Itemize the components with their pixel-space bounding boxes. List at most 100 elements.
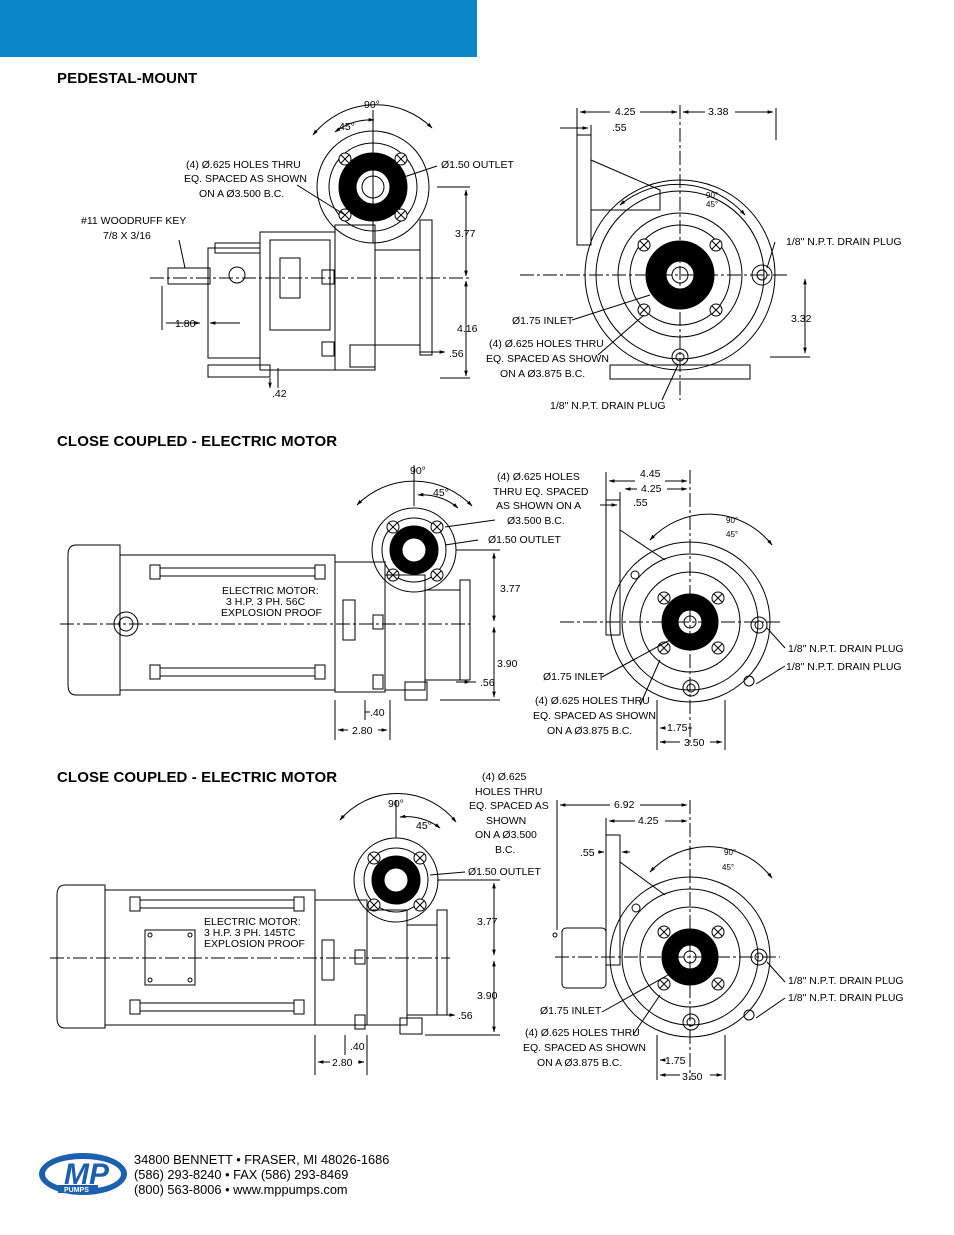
dim-6-92: 6.92 <box>614 799 635 811</box>
holes-note-line3: ON A Ø3.500 B.C. <box>199 188 284 200</box>
pedestal-end-view <box>520 105 810 401</box>
dim-0-40: .40 <box>370 707 385 719</box>
angle-45-label: 45° <box>416 820 432 832</box>
holes-note-line2: EQ. SPACED AS SHOWN <box>184 173 307 185</box>
mp-pumps-logo: MP PUMPS <box>39 1153 127 1195</box>
dim-4-25: 4.25 <box>615 106 636 118</box>
inlet-label: Ø1.75 INLET <box>543 671 605 683</box>
dim-0-55: .55 <box>633 497 648 509</box>
dim-0-40: .40 <box>350 1041 365 1053</box>
phone-fax-line: (586) 293-8240 • FAX (586) 293-8469 <box>134 1167 349 1182</box>
dim-1-75: 1.75 <box>667 722 688 734</box>
holes-note-line2: HOLES THRU <box>475 786 543 798</box>
drain-plug-1: 1/8" N.P.T. DRAIN PLUG <box>788 643 904 655</box>
holes-note-line1: (4) Ø.625 <box>482 771 527 783</box>
dim-4-45: 4.45 <box>640 468 661 480</box>
motor-label-line3: EXPLOSION PROOF <box>204 938 305 950</box>
angle-90-label: 90° <box>364 99 380 111</box>
logo-sub: PUMPS <box>64 1187 89 1194</box>
motor56c-end-view <box>560 470 786 750</box>
dim-3-77: 3.77 <box>455 228 476 240</box>
motor145tc-side-view <box>50 793 500 1075</box>
motor-label-line2: 3 H.P. 3 PH. 56C <box>226 596 306 608</box>
holes-note-line4: Ø3.500 B.C. <box>507 515 565 527</box>
angle-45-label: 45° <box>433 487 449 499</box>
outlet-label: Ø1.50 OUTLET <box>488 534 562 546</box>
drain-plug-bottom: 1/8" N.P.T. DRAIN PLUG <box>550 400 666 412</box>
section-title-close-coupled-56c: CLOSE COUPLED - ELECTRIC MOTOR <box>57 433 338 450</box>
drain-plug-1: 1/8" N.P.T. DRAIN PLUG <box>788 975 904 987</box>
dim-0-56: .56 <box>458 1010 473 1022</box>
end-angle-90: 90° <box>726 516 738 525</box>
motor-label-line2: 3 H.P. 3 PH. 145TC <box>204 927 296 939</box>
outlet-label: Ø1.50 OUTLET <box>441 159 515 171</box>
holes-note-line6: B.C. <box>495 844 515 856</box>
end-angle-90: 90° <box>724 848 736 857</box>
dim-4-25: 4.25 <box>638 815 659 827</box>
motor-label-line1: ELECTRIC MOTOR: <box>204 916 301 928</box>
key-label-line2: 7/8 X 3/16 <box>103 230 151 242</box>
address-line: 34800 BENNETT • FRASER, MI 48026-1686 <box>134 1152 390 1167</box>
dim-2-80: 2.80 <box>332 1057 353 1069</box>
holes-note-line1: (4) Ø.625 HOLES <box>497 471 580 483</box>
end-angle-90: 90° <box>706 191 718 200</box>
dim-0-56: .56 <box>480 677 495 689</box>
holes-note-line1: (4) Ø.625 HOLES THRU <box>186 159 301 171</box>
drain-plug-right: 1/8" N.P.T. DRAIN PLUG <box>786 236 902 248</box>
key-label-line1: #11 WOODRUFF KEY <box>81 215 186 227</box>
holes-note-line5: ON A Ø3.500 <box>475 829 537 841</box>
header-color-bar <box>0 0 477 57</box>
end-angle-45: 45° <box>726 530 738 539</box>
tollfree-web-line[interactable]: (800) 563-8006 • www.mppumps.com <box>134 1182 348 1197</box>
end-holes-line2: EQ. SPACED AS SHOWN <box>523 1042 646 1054</box>
end-holes-line1: (4) Ø.625 HOLES THRU <box>489 338 604 350</box>
end-angle-45: 45° <box>706 200 718 209</box>
end-holes-line1: (4) Ø.625 HOLES THRU <box>535 695 650 707</box>
motor145tc-end-view <box>552 800 786 1080</box>
inlet-label: Ø1.75 INLET <box>512 315 574 327</box>
dim-0-55: .55 <box>580 847 595 859</box>
company-address-block: 34800 BENNETT • FRASER, MI 48026-1686 (5… <box>134 1152 389 1197</box>
section-title-close-coupled-145tc: CLOSE COUPLED - ELECTRIC MOTOR <box>57 769 338 786</box>
dim-3-90: 3.90 <box>477 990 498 1002</box>
end-holes-line2: EQ. SPACED AS SHOWN <box>486 353 609 365</box>
angle-90-label: 90° <box>410 465 426 477</box>
end-holes-line3: ON A Ø3.875 B.C. <box>547 725 632 737</box>
dim-3-90: 3.90 <box>497 658 518 670</box>
end-holes-line3: ON A Ø3.875 B.C. <box>537 1057 622 1069</box>
dim-3-77: 3.77 <box>500 583 521 595</box>
motor145tc-labels: 90° 45° (4) Ø.625 HOLES THRU EQ. SPACED … <box>204 771 904 1083</box>
holes-note-line3: AS SHOWN ON A <box>496 500 581 512</box>
dim-2-80: 2.80 <box>352 725 373 737</box>
angle-90-label: 90° <box>388 798 404 810</box>
inlet-label: Ø1.75 INLET <box>540 1005 602 1017</box>
dim-0-56: .56 <box>449 348 464 360</box>
holes-note-line4: SHOWN <box>486 815 526 827</box>
dim-3-50: 3.50 <box>684 737 705 749</box>
motor-label-line3: EXPLOSION PROOF <box>221 607 322 619</box>
holes-note-line3: EQ. SPACED AS <box>469 800 549 812</box>
outlet-label: Ø1.50 OUTLET <box>468 866 542 878</box>
dim-0-42: .42 <box>272 388 287 400</box>
dim-3-38: 3.38 <box>708 106 729 118</box>
end-holes-line2: EQ. SPACED AS SHOWN <box>533 710 656 722</box>
dim-3-50: 3.50 <box>682 1071 703 1083</box>
dim-3-77: 3.77 <box>477 916 498 928</box>
angle-45-label: 45° <box>339 121 355 133</box>
motor56c-labels: 90° 45° (4) Ø.625 HOLES THRU EQ. SPACED … <box>221 465 904 749</box>
dim-4-25: 4.25 <box>641 483 662 495</box>
end-angle-45: 45° <box>722 863 734 872</box>
end-holes-line3: ON A Ø3.875 B.C. <box>500 368 585 380</box>
end-holes-line1: (4) Ø.625 HOLES THRU <box>525 1027 640 1039</box>
dim-3-32: 3.32 <box>791 313 812 325</box>
dim-1-80: 1.80 <box>175 318 196 330</box>
dim-1-75: 1.75 <box>665 1055 686 1067</box>
pedestal-side-view <box>150 104 470 389</box>
drain-plug-2: 1/8" N.P.T. DRAIN PLUG <box>788 992 904 1004</box>
holes-note-line2: THRU EQ. SPACED <box>493 486 589 498</box>
drain-plug-2: 1/8" N.P.T. DRAIN PLUG <box>786 661 902 673</box>
section-title-pedestal: PEDESTAL-MOUNT <box>57 70 198 87</box>
motor-label-line1: ELECTRIC MOTOR: <box>222 585 319 597</box>
motor56c-side-view <box>60 465 500 740</box>
